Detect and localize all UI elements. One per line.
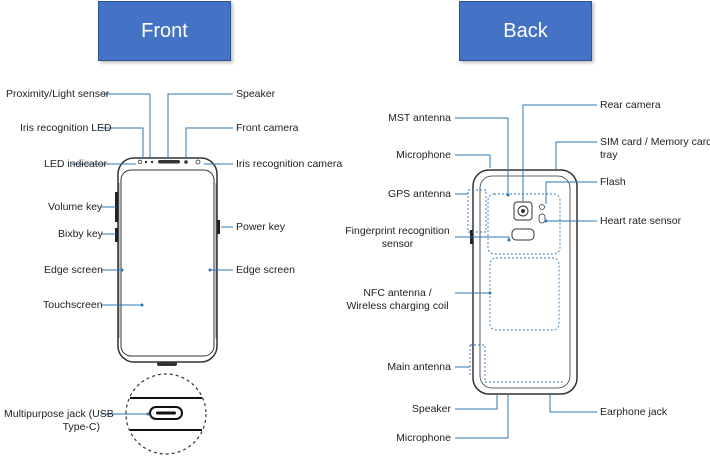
label-gps-antenna: GPS antenna bbox=[387, 188, 451, 200]
label-flash: Flash bbox=[600, 176, 626, 188]
label-volume-key: Volume key bbox=[48, 201, 103, 213]
label-fingerprint-line2: sensor bbox=[381, 238, 414, 250]
power-key-shape bbox=[217, 220, 220, 234]
label-fingerprint-sensor: Fingerprint recognition sensor bbox=[340, 225, 455, 251]
label-main-antenna: Main antenna bbox=[387, 361, 451, 373]
label-edge-screen-left: Edge screen bbox=[44, 264, 103, 276]
label-nfc-antenna: NFC antenna / Wireless charging coil bbox=[340, 287, 455, 313]
label-bixby-key: Bixby key bbox=[58, 228, 103, 240]
label-fingerprint-line1: Fingerprint recognition bbox=[345, 225, 450, 237]
label-heart-rate-sensor: Heart rate sensor bbox=[600, 215, 682, 227]
label-front-camera: Front camera bbox=[236, 122, 299, 134]
label-led-indicator: LED indicator bbox=[44, 158, 108, 170]
back-phone bbox=[470, 169, 578, 395]
front-tab: Front bbox=[98, 1, 231, 61]
back-antenna-regions bbox=[467, 189, 565, 383]
label-multipurpose-jack-line2: Type-C) bbox=[62, 421, 100, 433]
back-leader-dots bbox=[488, 193, 548, 295]
label-rear-camera: Rear camera bbox=[600, 99, 661, 111]
jack-magnifier bbox=[125, 373, 207, 455]
front-leaders bbox=[72, 93, 233, 415]
label-microphone-bottom: Microphone bbox=[396, 432, 451, 444]
label-power-key: Power key bbox=[236, 221, 286, 233]
label-iris-recognition-camera: Iris recognition camera bbox=[236, 158, 343, 170]
label-mst-antenna: MST antenna bbox=[388, 112, 451, 124]
back-tab: Back bbox=[459, 1, 592, 61]
label-touchscreen: Touchscreen bbox=[43, 299, 103, 311]
label-multipurpose-jack-line1: Multipurpose jack (USB bbox=[4, 408, 114, 420]
volume-key-shape bbox=[115, 192, 118, 222]
label-sim-line2: tray bbox=[600, 149, 618, 161]
label-edge-screen-right: Edge screen bbox=[236, 264, 295, 276]
label-nfc-line2: Wireless charging coil bbox=[346, 300, 449, 312]
label-back-speaker: Speaker bbox=[411, 403, 451, 415]
label-front-speaker: Speaker bbox=[236, 88, 276, 100]
label-sim-line1: SIM card / Memory card bbox=[600, 136, 710, 148]
front-leader-dots bbox=[120, 268, 212, 416]
front-phone bbox=[115, 157, 220, 366]
bixby-key-shape bbox=[115, 228, 118, 242]
label-sim-card-tray: SIM card / Memory card tray bbox=[600, 136, 710, 162]
label-iris-recognition-led: Iris recognition LED bbox=[20, 122, 112, 134]
label-microphone-top: Microphone bbox=[396, 149, 451, 161]
label-multipurpose-jack: Multipurpose jack (USB Type-C) bbox=[4, 408, 114, 434]
label-proximity-light-sensor: Proximity/Light sensor bbox=[6, 88, 110, 100]
label-earphone-jack: Earphone jack bbox=[600, 406, 668, 418]
label-nfc-line1: NFC antenna / bbox=[363, 287, 432, 299]
